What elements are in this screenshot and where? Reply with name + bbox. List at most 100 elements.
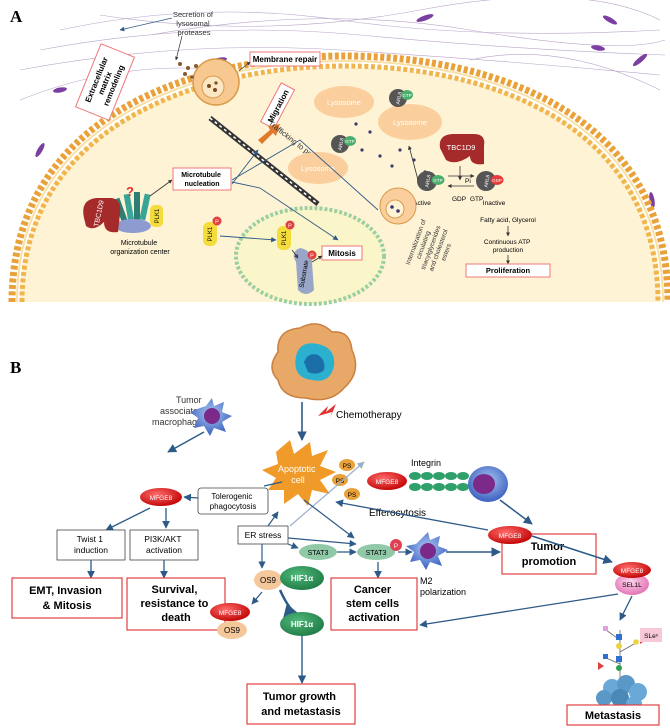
mfge8-right: MFGE8 [488,526,532,544]
panel-b-letter: B [10,358,21,377]
plasma-membrane-outer [8,52,670,303]
proliferation-box [465,263,551,278]
svg-text:PLK1: PLK1 [208,226,214,241]
atp-label: Continuous ATP production [484,239,532,254]
svg-text:Lysosome: Lysosome [327,98,361,107]
substrate: Substrate P [293,248,317,294]
arl8-gtp-left: ARL8 GTP [331,135,356,153]
glycan-tree [598,626,646,680]
mfge8-sel1l: SEL1L MFGE8 [613,562,651,595]
phagocyte [468,466,508,502]
svg-text:MFGE8: MFGE8 [376,479,399,486]
pi3k-box [129,529,199,561]
er-stress-box [237,525,289,545]
metastasis-box [566,704,660,726]
slex-label: SLeˣ [644,633,659,640]
integrin [409,472,469,491]
chemotherapy-bolt [318,404,336,418]
svg-text:STAT3: STAT3 [308,550,329,557]
plk1-mtoc: PLK1 [150,205,163,227]
plk1-cyto: PLK1 P [203,216,222,246]
svg-text:P: P [288,224,292,230]
svg-text:ARL8: ARL8 [337,137,345,151]
svg-text:GTP: GTP [402,93,411,98]
svg-text:Lysosome: Lysosome [301,164,335,173]
svg-text:HIF1α: HIF1α [291,620,313,629]
active-label: Active [413,200,431,207]
proliferation-label: Proliferation [486,266,531,275]
membrane-repair-box [249,51,321,67]
gtp-label: GTP [470,196,483,203]
tolerogenic-box [197,487,269,515]
tbc1d9-left: TBC1D9 [83,198,121,233]
svg-text:PS: PS [336,478,345,485]
metastasis-label: Metastasis [585,710,641,722]
svg-text:PLK1: PLK1 [155,208,161,223]
cancer-stem-box [330,577,418,631]
secretion-label: Secretion of lysosomal proteases [173,10,215,37]
apoptotic-cell: Apoptotic cell [262,440,336,506]
tbc1d9-right: TBC1D9 [439,134,485,165]
tolerogenic-label: Tolerogenic phagocytosis [210,492,257,511]
migration-arrow [258,124,280,144]
plasma-membrane-inner [19,63,661,303]
plk1-nucleus: PLK1 P [277,220,295,250]
emt-label: EMT, Invasion & Mitosis [29,585,105,612]
hif1a-1: HIF1α [280,566,324,590]
ecm-remodeling-box: Extracellular matrix remodeling [74,43,136,121]
emt-box [11,577,123,619]
chemotherapy-label: Chemotherapy [336,410,402,421]
question-mark: ? [126,184,134,199]
hif1a-2: HIF1α [280,612,324,636]
stat3-2: STAT3 P [357,539,402,560]
pi-label: Pi [465,178,471,185]
svg-text:Apoptotic cell: Apoptotic cell [278,464,318,485]
svg-text:Lysosome: Lysosome [393,118,427,127]
mitosis-box-a [321,245,363,261]
inactive-label: Inactive [483,200,506,207]
ps-1: PS [339,459,355,471]
lysosome-top: Lysosome [314,86,374,118]
svg-text:P: P [394,543,398,550]
gdp-label: GDP [452,196,466,203]
microtubule-nucleation-box [172,167,232,191]
svg-text:MFGE8: MFGE8 [150,495,173,502]
svg-text:TBC1D9: TBC1D9 [447,143,476,152]
cytoplasm [20,68,660,302]
lysosome-middle: Lysosome [378,104,442,140]
arl8-gtp-top: ARL8 GTP [389,89,413,107]
mfge8-bridge: MFGE8 [367,472,407,490]
integrin-label: Integrin [411,458,441,468]
stat3-1: STAT3 [299,544,337,560]
macrophage [190,398,232,436]
svg-text:ARL8: ARL8 [424,174,432,188]
arl8-inactive: ARL8 GDP [476,171,504,191]
svg-text:HIF1α: HIF1α [291,574,313,583]
tam-label: Tumor associated macrophage [152,395,206,427]
svg-text:PLK1: PLK1 [282,230,288,245]
lysosome-left: Lysosome [288,152,348,184]
panel-a-letter: A [10,7,23,26]
svg-text:GTP: GTP [345,139,354,144]
cancer-stem-label: Cancer stem cells activation [346,584,402,624]
tumor-growth-label: Tumor growth and metastasis [261,691,340,718]
arl8-active: ARL8 GTP [417,171,445,191]
svg-text:GTP: GTP [433,178,442,183]
ps-2: PS [332,474,348,486]
svg-text:MFGE8: MFGE8 [499,533,522,540]
svg-text:PS: PS [343,463,352,470]
svg-text:GDP: GDP [492,178,502,183]
svg-text:MFGE8: MFGE8 [219,610,242,617]
svg-text:P: P [215,220,219,226]
svg-text:PS: PS [348,492,357,499]
pi3k-label: PI3K/AKT activation [144,534,184,555]
tumor-growth-box [246,683,356,725]
svg-text:SEL1L: SEL1L [622,582,642,589]
membrane-repair-label: Membrane repair [253,55,317,64]
panel-a: A Secretio [8,0,670,306]
m2-macrophage [406,532,448,570]
svg-text:ARL8: ARL8 [483,174,491,188]
twist-label: Twist 1 induction [74,534,108,555]
svg-text:P: P [310,254,314,260]
